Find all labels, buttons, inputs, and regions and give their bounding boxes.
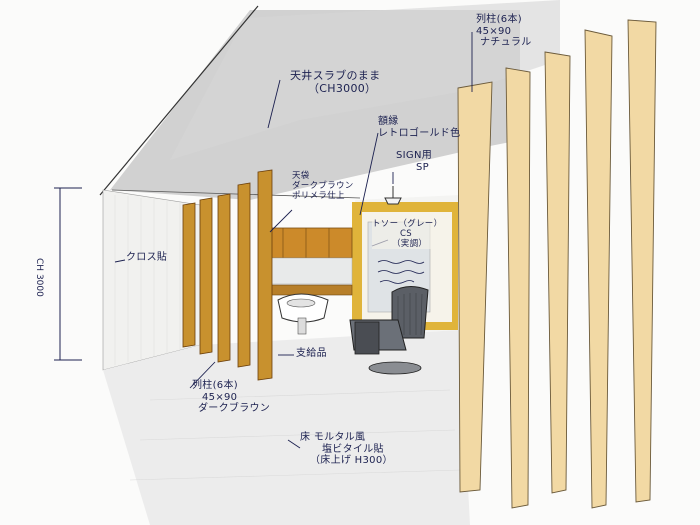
cabinet-dividers	[282, 228, 330, 258]
floor	[103, 330, 470, 525]
note-pr-line3: ナチュラル	[480, 37, 532, 48]
note-pr-line1: 列柱(6本)	[476, 14, 522, 25]
ceiling-edge-left	[99, 5, 259, 196]
ceiling-wash-upper	[170, 0, 560, 160]
ch-dimension-line	[54, 187, 82, 361]
sink-bowl	[286, 298, 316, 308]
note-pr-line2: 45×90	[476, 25, 512, 37]
note-ch-line1: CH	[34, 258, 44, 272]
note-sign-sp: SIGN用 SP	[396, 150, 432, 173]
note-pillars-right: 列柱(6本) 45×90 ナチュラル	[476, 14, 532, 49]
note-floor-line1: 床 モルタル風	[300, 432, 366, 443]
note-support: 支給品	[296, 348, 327, 359]
note-tone-glass: トソー（グレー） CS （実調）	[372, 219, 443, 250]
note-ceiling: 天井スラブのまま （CH3000）	[290, 69, 381, 95]
sink-base	[297, 317, 307, 335]
mirror	[261, 257, 353, 285]
note-ch-left: CH 3000	[34, 258, 44, 297]
note-floor-line3: （床上げ H300）	[310, 455, 393, 466]
note-ch-line2: 3000	[34, 273, 44, 297]
note-floor-line2: 塩ビタイル貼	[322, 443, 384, 455]
note-tone-line1: トソー（グレー）	[372, 219, 443, 229]
note-pl-line2: 45×90	[202, 391, 238, 403]
chair-ribs	[397, 293, 423, 336]
pillars-left	[182, 169, 273, 381]
note-pillars-left: 列柱(6本) 45×90 ダークブラウン	[192, 380, 270, 415]
note-shelf-line2: ダークブラウン	[292, 180, 354, 191]
note-frame-line2: レトロゴールド色	[378, 127, 461, 139]
ceiling-edge-back	[111, 189, 361, 199]
note-tone-line2: CS	[400, 228, 412, 239]
note-shelf-line3: ポリメラ仕上	[292, 190, 345, 201]
note-floor: 床 モルタル風 塩ビタイル貼 （床上げ H300）	[300, 432, 393, 467]
note-ceiling-line1: 天井スラブのまま	[290, 69, 381, 82]
speaker-icon	[384, 197, 402, 205]
note-pl-line1: 列柱(6本)	[192, 380, 238, 391]
note-frame: 額縁 レトロゴールド色	[378, 116, 460, 139]
note-sign-line2: SP	[416, 161, 429, 173]
note-frame-line1: 額縁	[378, 116, 399, 127]
left-wall-hatch	[114, 195, 181, 365]
floor-texture	[129, 389, 461, 481]
note-pl-line3: ダークブラウン	[198, 403, 271, 414]
note-cloth: クロス貼	[126, 252, 168, 263]
pillars-right	[457, 19, 657, 509]
note-shelf: 天袋 ダークブラウン ポリメラ仕上	[292, 171, 354, 201]
note-shelf-line1: 天袋	[292, 171, 310, 181]
counter	[261, 284, 353, 296]
note-sign-line1: SIGN用	[396, 150, 433, 161]
note-tone-line3: （実調）	[392, 238, 428, 249]
note-ceiling-line2: （CH3000）	[308, 81, 377, 95]
chair-base	[368, 361, 422, 375]
glass-scribble	[377, 260, 425, 284]
chair-armrest	[354, 321, 380, 355]
